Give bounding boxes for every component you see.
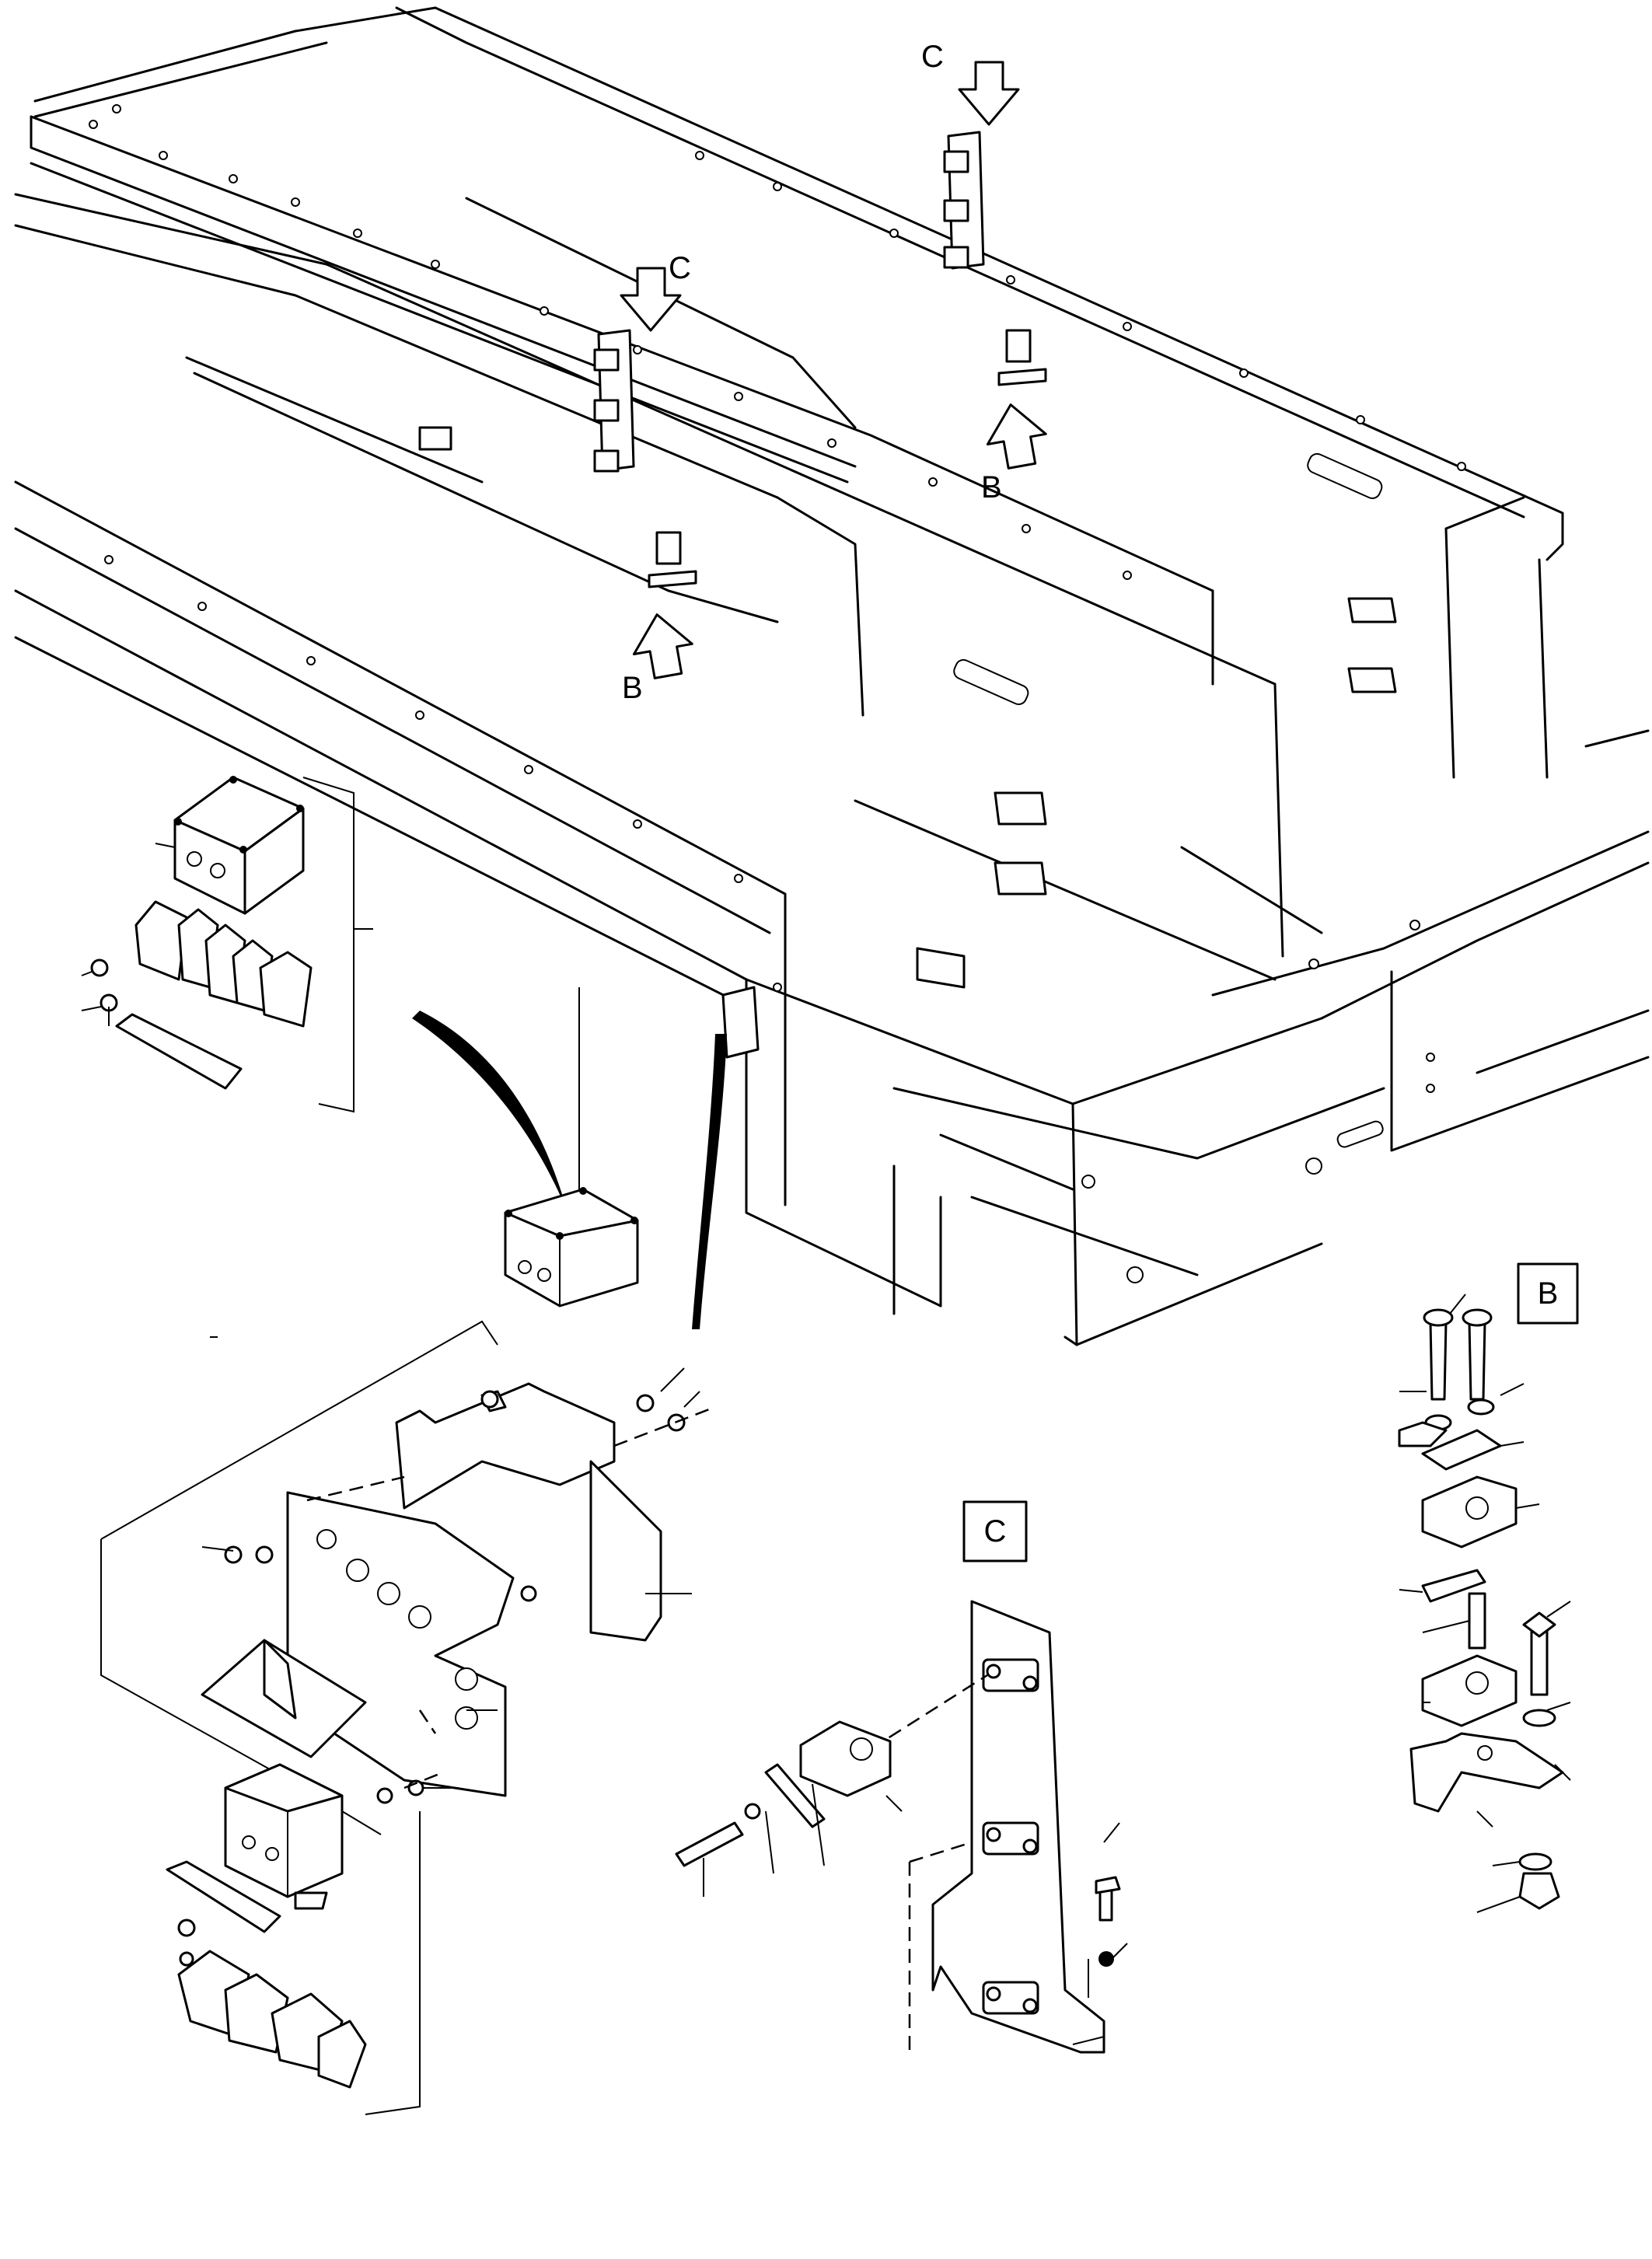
detail-box-b [1517,1262,1579,1325]
detail-label-c: C [984,1514,1007,1548]
frame-holes [89,104,1466,1283]
view-marker-c-lower: C [669,251,691,285]
view-marker-c-upper: C [921,40,944,74]
view-marker-b-lower: B [622,671,643,705]
mounting-bracket-assembly [100,987,716,2115]
view-marker-b-upper: B [981,470,1002,505]
frame-mounted-brackets [418,131,1397,1059]
junction-box-assembly-upper [81,776,373,1113]
detail-b-assembly [1398,1294,1571,1913]
leader-wedge-left [412,1011,568,1213]
chassis-frame [14,6,1650,1346]
detail-label-b: B [1538,1276,1559,1311]
detail-box-c [962,1500,1028,1562]
view-arrows [620,61,1047,679]
detail-c-assembly [675,1600,1128,2054]
leader-wedge-right [692,1034,727,1329]
